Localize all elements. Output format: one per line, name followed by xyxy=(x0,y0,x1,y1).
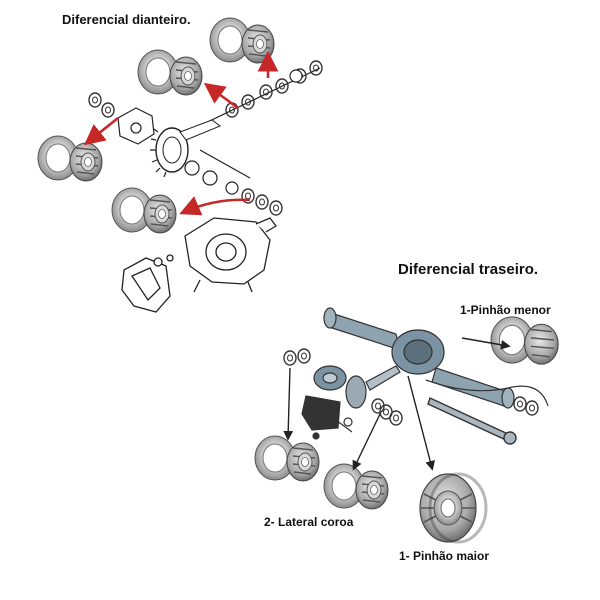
differential-carrier xyxy=(88,92,155,145)
gear-icon xyxy=(345,365,401,409)
gear-icon xyxy=(150,119,222,178)
front-differential-title: Diferencial dianteiro. xyxy=(62,12,191,27)
front-differential-exploded-view xyxy=(37,17,323,313)
front-arrows xyxy=(83,50,279,216)
label-lateral-coroa: 2- Lateral coroa xyxy=(264,515,354,529)
rear-differential-title: Diferencial traseiro. xyxy=(398,261,539,278)
bearing-icon xyxy=(209,17,275,64)
differential-housing-icon xyxy=(184,217,277,293)
bearing-icon xyxy=(254,435,320,482)
bearing-icon xyxy=(37,135,103,182)
label-pinhao-menor: 1-Pinhão menor xyxy=(460,303,551,317)
rear-arrows xyxy=(283,337,511,471)
bearing-icon xyxy=(490,316,559,365)
pinion-shaft-parts xyxy=(194,60,323,129)
bearing-icon xyxy=(137,49,203,96)
bearing-icon xyxy=(323,463,389,510)
bearing-icon xyxy=(419,472,488,544)
label-pinhao-maior: 1- Pinhão maior xyxy=(399,549,490,563)
rear-differential-exploded-view xyxy=(254,307,559,544)
rear-small-parts xyxy=(283,348,403,440)
axle-shaft-icon xyxy=(427,397,517,445)
spider-gears xyxy=(184,149,283,216)
differential-cover xyxy=(121,254,174,313)
axle-housing xyxy=(323,307,515,409)
rear-carrier xyxy=(301,365,347,431)
axle-shaft-icon xyxy=(425,379,549,416)
bearing-icon xyxy=(111,187,177,234)
